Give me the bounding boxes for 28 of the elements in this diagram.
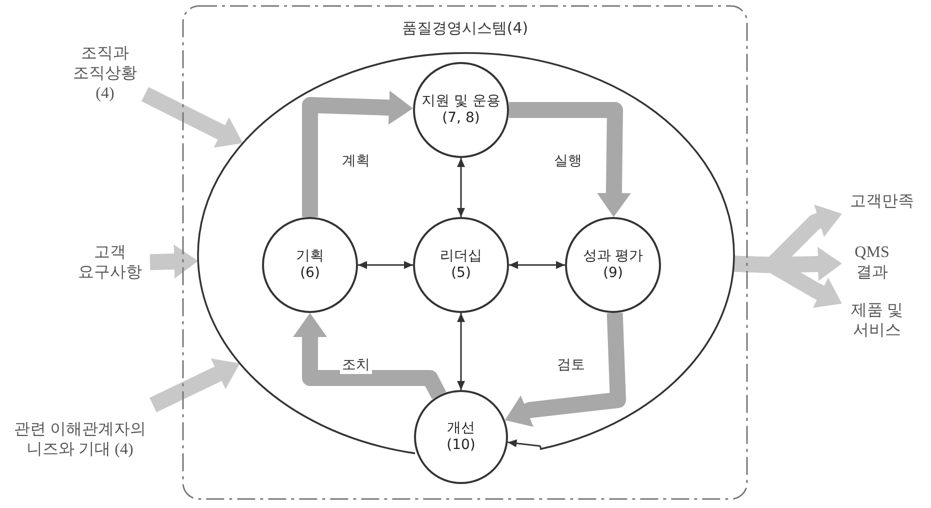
edge-label: 검토 <box>555 356 587 374</box>
system-title: 품질경영시스템(4) <box>400 19 530 38</box>
arrow <box>457 158 465 217</box>
process-circle: 리더십 (5) <box>413 217 509 313</box>
input-label: 고객 요구사항 <box>70 238 150 288</box>
block-arrow <box>504 312 626 427</box>
edge-label: 조치 <box>340 356 372 374</box>
process-circle: 성과 평가 (9) <box>565 217 661 313</box>
block-arrow <box>733 256 842 308</box>
arrow <box>509 261 565 269</box>
process-circle: 기획 (6) <box>262 217 358 313</box>
output-label: QMS 결과 <box>842 240 902 286</box>
arrow <box>508 439 542 450</box>
arrow <box>457 313 465 390</box>
block-arrow <box>509 102 631 217</box>
process-circle: 지원 및 운용 (7, 8) <box>413 62 509 158</box>
input-label: 관련 이해관계자의 니즈와 기대 (4) <box>5 405 155 475</box>
block-arrow <box>150 244 198 279</box>
block-arrow <box>293 313 446 400</box>
system-boundary <box>182 5 748 500</box>
process-circle: 개선 (10) <box>414 390 508 484</box>
output-label: 고객만족 <box>842 190 922 214</box>
input-label: 조직과 조직상황 (4) <box>65 40 145 108</box>
arrow <box>358 261 413 269</box>
block-arrow <box>302 90 413 217</box>
output-label: 제품 및 서비스 <box>842 298 912 344</box>
block-arrow <box>141 86 243 148</box>
block-arrow <box>150 358 240 412</box>
